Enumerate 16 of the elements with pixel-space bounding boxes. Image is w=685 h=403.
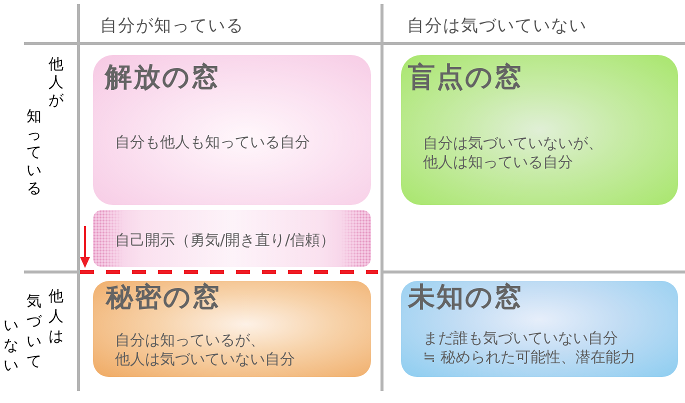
quadrant-box xyxy=(401,55,678,205)
box-title: 秘密の窓 xyxy=(106,282,221,314)
band-text: 自己開示（勇気/開き直り/信頼） xyxy=(115,230,336,250)
quadrant-box xyxy=(401,281,678,377)
column-header: 自分は気づいていない xyxy=(407,16,587,36)
quadrant-box xyxy=(93,281,371,377)
box-text: 自分も他人も知っている自分 xyxy=(115,133,310,152)
box-title: 未知の窓 xyxy=(408,282,523,314)
row-header: 他人は気づいていない xyxy=(3,286,64,374)
quadrant-box xyxy=(93,55,371,205)
column-header: 自分が知っている xyxy=(100,16,244,36)
box-title: 解放の窓 xyxy=(105,62,220,94)
box-text: 自分は気づいていないが、他人は知っている自分 xyxy=(423,134,604,172)
highlight-band xyxy=(93,210,371,267)
box-title: 盲点の窓 xyxy=(408,62,523,94)
row-header: 他人が知っている xyxy=(26,54,64,197)
